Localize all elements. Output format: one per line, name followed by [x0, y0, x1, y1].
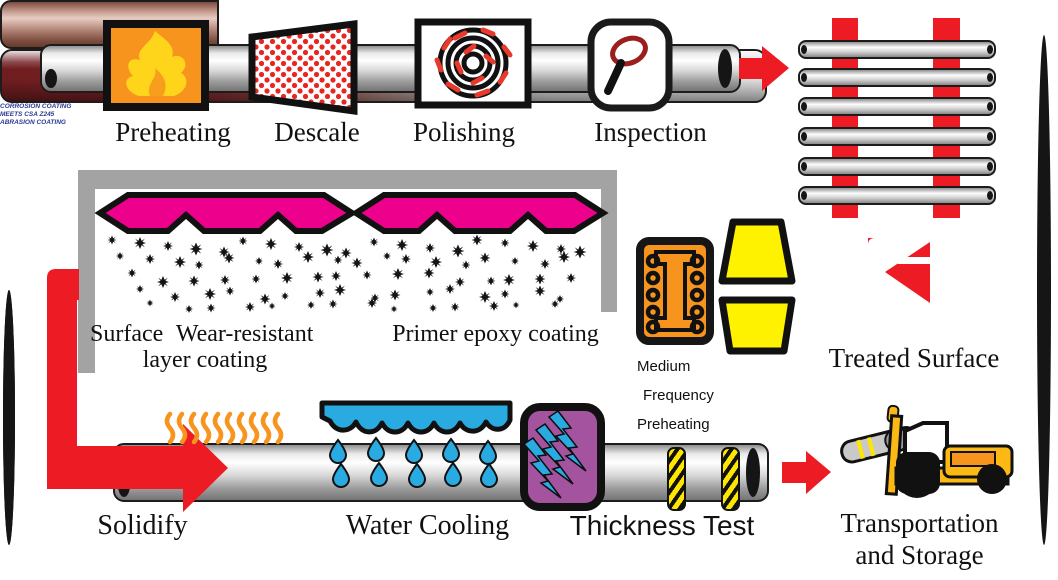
water-trough-icon — [319, 400, 513, 435]
label-thickness-test: Thickness Test — [569, 510, 755, 541]
label-mf-line1: Medium — [637, 358, 691, 375]
label-mf-line2: Frequency — [643, 387, 714, 404]
chamber-frame-top — [78, 170, 617, 189]
flow-arrow-uturn — [868, 238, 980, 303]
pipe-print-line1: CORROSION COATING MEETS CSA Z245 — [0, 103, 72, 118]
raw-pipe — [40, 44, 741, 93]
label-surface-layer-coating: Surface Wear-resistant layer coating — [90, 321, 340, 374]
label-primer-epoxy: Primer epoxy coating — [392, 321, 599, 347]
label-transport-line1: Transportation — [840, 508, 999, 538]
spray-specks — [107, 234, 587, 313]
label-water-cooling: Water Cooling — [345, 510, 510, 541]
chamber-frame-right — [601, 170, 617, 312]
stacked-pipe — [798, 68, 996, 87]
label-transportation: Transportation and Storage — [822, 507, 1017, 571]
label-descale: Descale — [274, 117, 360, 147]
label-treated-surface: Treated Surface — [828, 343, 1000, 373]
flow-arrow-bottom — [782, 451, 831, 494]
label-medium-frequency-preheating: Medium Frequency Preheating — [637, 352, 757, 439]
stacked-pipe — [798, 186, 996, 205]
truck-icon — [840, 404, 1014, 498]
pipe-print-line2: ABRASION COATING — [0, 119, 66, 126]
stacked-pipe — [798, 97, 996, 116]
pipe-strap-icon — [721, 447, 740, 511]
label-inspection: Inspection — [594, 117, 707, 147]
pipe-strap-icon — [667, 447, 686, 511]
label-surface-line1: Surface Wear-resistant — [90, 321, 314, 347]
raw-pipe-brown-section — [0, 0, 219, 49]
pipe-print-text: CORROSION COATING MEETS CSA Z245 ABRASIO… — [0, 103, 92, 127]
label-solidify: Solidify — [97, 510, 188, 541]
stacked-pipe — [798, 157, 996, 176]
label-mf-line3: Preheating — [637, 416, 710, 433]
label-transport-line2: and Storage — [855, 540, 984, 570]
pinch-roller-icon — [718, 218, 796, 355]
stacked-pipe — [798, 40, 996, 59]
spray-heads — [94, 192, 609, 234]
label-surface-line2: layer coating — [142, 347, 268, 374]
heat-waves-icon — [167, 414, 281, 442]
spray-head-icon — [94, 192, 358, 234]
label-preheating: Preheating — [115, 117, 231, 147]
stacked-pipe — [798, 127, 996, 146]
induction-coil-icon — [636, 237, 714, 345]
spray-head-icon — [350, 192, 609, 234]
label-polishing: Polishing — [412, 117, 516, 147]
